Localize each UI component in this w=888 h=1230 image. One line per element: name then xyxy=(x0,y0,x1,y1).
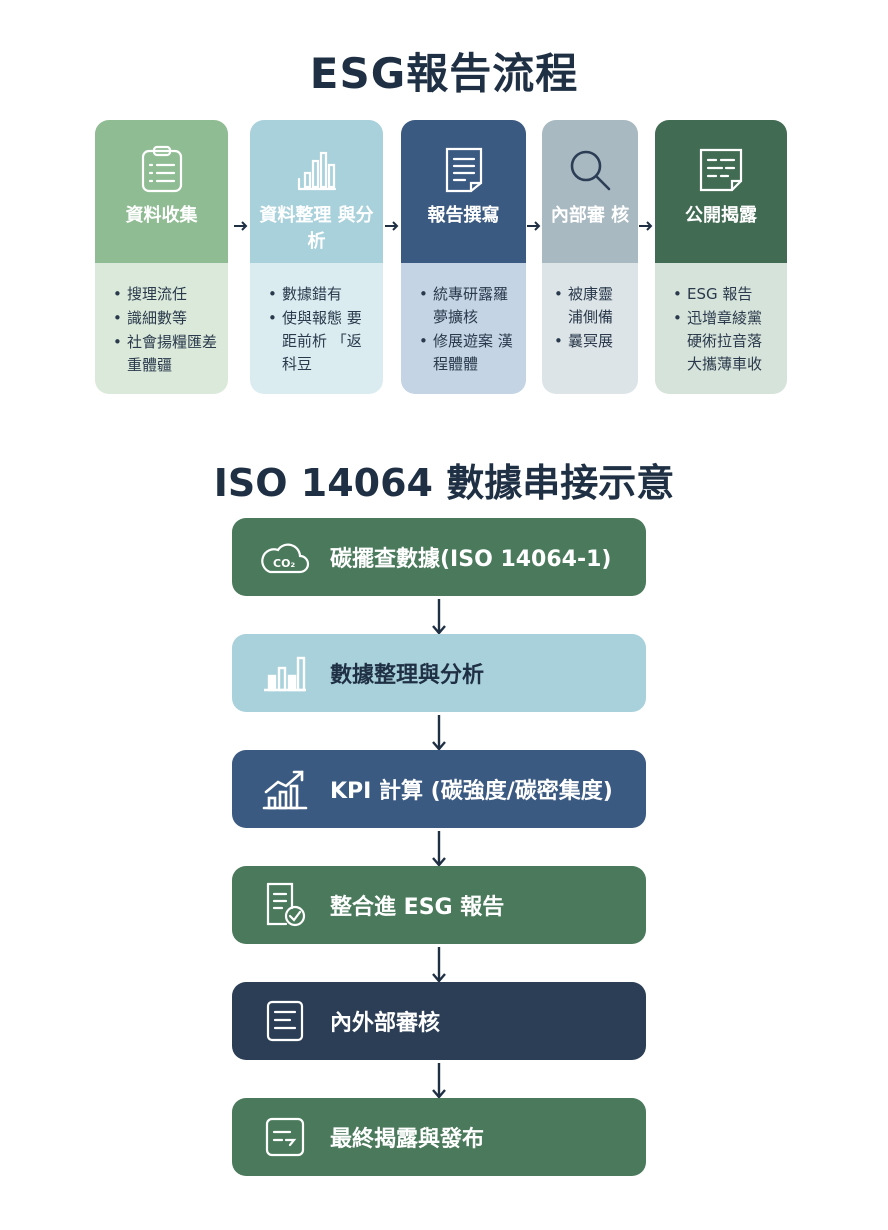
list-item: 統專研露羅 夢擴核 xyxy=(419,283,516,329)
step-card-data-collection: 資料收集 搜理流任 識細數等 社會揚糧匯差 重體疆 xyxy=(95,120,228,394)
step-card-header: 內部審 核 xyxy=(542,120,638,263)
document-check-icon xyxy=(266,882,306,927)
step-card-data-analysis: 資料整理 與分析 數據錯有 使與報態 要距前析 「返科豆 xyxy=(250,120,383,394)
growth-chart-icon xyxy=(262,770,308,810)
flow-step-label: 整合進 ESG 報告 xyxy=(330,895,505,920)
flow-step-label: 內外部審核 xyxy=(330,1011,441,1036)
arrow-right-icon xyxy=(234,221,248,231)
step-card-internal-audit: 內部審 核 被康靈 浦側備 曩冥展 xyxy=(542,120,638,394)
list-item: 搜理流任 xyxy=(113,283,218,306)
arrow-down-icon xyxy=(432,1063,446,1099)
flow-step-label: KPI 計算 (碳強度/碳密集度) xyxy=(330,779,613,804)
step-label: 資料整理 與分析 xyxy=(259,205,374,252)
flow-step-label: 碳擺查數據(ISO 14064-1) xyxy=(330,547,612,572)
list-item: 修展遊案 漢程體體 xyxy=(419,330,516,376)
step-card-report-writing: 報告撰寫 統專研露羅 夢擴核 修展遊案 漢程體體 xyxy=(401,120,526,394)
step-label: 內部審 核 xyxy=(550,205,630,226)
step-card-header: 資料收集 xyxy=(95,120,228,263)
document-list-icon xyxy=(266,1000,304,1042)
co2-cloud-icon: CO₂ xyxy=(261,543,310,574)
flow-step-kpi-calculation: KPI 計算 (碳強度/碳密集度) xyxy=(232,750,646,828)
flow-step-label: 最終揭露與發布 xyxy=(330,1127,485,1152)
list-item: 曩冥展 xyxy=(554,330,628,353)
step-label: 資料收集 xyxy=(125,205,198,226)
document-icon xyxy=(445,147,482,193)
arrow-right-icon xyxy=(527,221,541,231)
list-item: 被康靈 浦側備 xyxy=(554,283,628,329)
list-item: ESG 報告 xyxy=(673,283,777,306)
bar-chart-icon xyxy=(297,151,336,191)
iso-title: ISO 14064 數據串接示意 xyxy=(213,461,675,505)
flow-step-report-integration: 整合進 ESG 報告 xyxy=(232,866,646,944)
step-card-body: ESG 報告 迅增章綾黨 硬術拉音落 大攜薄車收 xyxy=(655,263,787,394)
step-card-body: 數據錯有 使與報態 要距前析 「返科豆 xyxy=(250,263,383,394)
svg-text:CO₂: CO₂ xyxy=(273,557,295,570)
step-card-header: 報告撰寫 xyxy=(401,120,526,263)
step-label: 報告撰寫 xyxy=(427,205,500,226)
step-card-header: 資料整理 與分析 xyxy=(250,120,383,263)
step-label: 公開揭露 xyxy=(685,205,757,226)
flow-step-carbon-inventory: CO₂ 碳擺查數據(ISO 14064-1) xyxy=(232,518,646,596)
list-item: 社會揚糧匯差 重體疆 xyxy=(113,331,218,377)
list-item: 使與報態 要距前析 「返科豆 xyxy=(268,307,373,376)
bar-chart-icon xyxy=(264,656,306,692)
step-card-body: 統專研露羅 夢擴核 修展遊案 漢程體體 xyxy=(401,263,526,394)
arrow-right-icon xyxy=(385,221,399,231)
list-item: 識細數等 xyxy=(113,307,218,330)
flow-step-data-analysis: 數據整理與分析 xyxy=(232,634,646,712)
publish-icon xyxy=(265,1117,305,1157)
arrow-right-icon xyxy=(639,221,653,231)
arrow-down-icon xyxy=(432,715,446,751)
process-title: ESG報告流程 xyxy=(309,49,579,98)
arrow-down-icon xyxy=(432,599,446,635)
step-card-body: 被康靈 浦側備 曩冥展 xyxy=(542,263,638,394)
arrow-down-icon xyxy=(432,947,446,983)
step-card-disclosure: 公開揭露 ESG 報告 迅增章綾黨 硬術拉音落 大攜薄車收 xyxy=(655,120,787,394)
flow-step-audit: 內外部審核 xyxy=(232,982,646,1060)
flow-step-final-disclosure: 最終揭露與發布 xyxy=(232,1098,646,1176)
clipboard-list-icon xyxy=(141,145,182,193)
list-item: 迅增章綾黨 硬術拉音落 大攜薄車收 xyxy=(673,307,777,376)
arrow-down-icon xyxy=(432,831,446,867)
report-icon xyxy=(699,148,743,192)
magnifier-icon xyxy=(570,150,611,191)
step-card-header: 公開揭露 xyxy=(655,120,787,263)
step-card-body: 搜理流任 識細數等 社會揚糧匯差 重體疆 xyxy=(95,263,228,394)
flow-step-label: 數據整理與分析 xyxy=(330,663,485,688)
list-item: 數據錯有 xyxy=(268,283,373,306)
